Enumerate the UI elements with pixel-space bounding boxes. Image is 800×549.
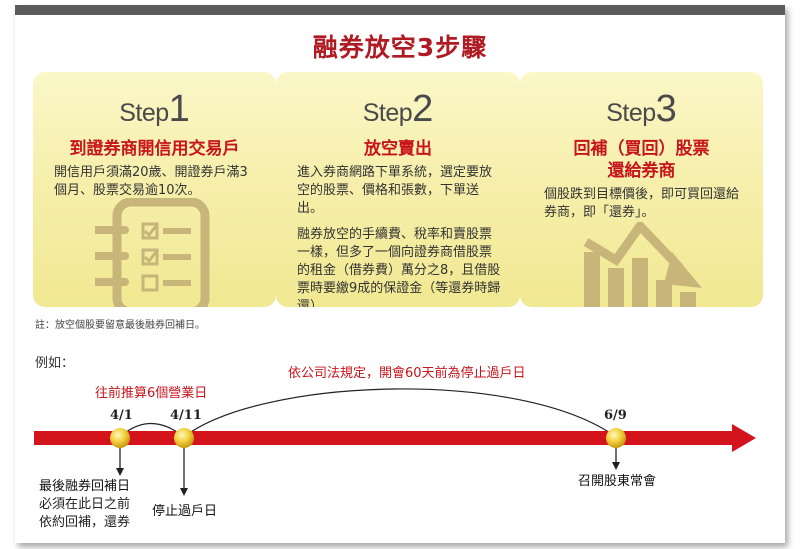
- example-label: 例如：: [35, 356, 75, 371]
- long-arc-label: 依公司法規定，開會60天前為停止過戶日: [288, 366, 526, 381]
- step-body-2: 進入券商網路下單系統，選定要放空的股票、價格和張數，下單送出。 融券放空的手續費…: [297, 164, 502, 307]
- event-title: 最後融券回補日: [39, 479, 131, 494]
- step-card-3: Step3 回補（買回）股票 還給券商 個股跌到目標價後，即可買回還給券商，即「…: [520, 72, 763, 307]
- short-arc-label: 往前推算6個營業日: [95, 386, 208, 401]
- book-closure-day: 停止過戶日: [152, 504, 218, 519]
- event-description: 必須在此日之前: [39, 497, 131, 512]
- step-body-paragraph: 開信用戶須滿20歲、開證券戶滿3個月、股票交易逾10次。: [54, 165, 248, 198]
- checklist-icon: [95, 198, 210, 307]
- step-word: Step: [119, 99, 169, 127]
- step-number: 1: [168, 88, 190, 130]
- step-label-1: Step1: [33, 88, 276, 131]
- shareholder-meeting: 召開股東常會: [578, 474, 657, 489]
- heading-line: 回補（買回）股票: [573, 139, 710, 159]
- step-body-3: 個股跌到目標價後，即可買回還給券商，即「還券」。: [544, 186, 745, 230]
- date-marker-dot: [110, 428, 130, 448]
- footnote: 註：放空個股要留意最後融券回補日。: [35, 320, 205, 331]
- long-arc: [183, 388, 617, 438]
- declining-chart-icon: [583, 222, 702, 307]
- step-number: 2: [412, 88, 434, 130]
- date-label: 4/1: [110, 408, 133, 423]
- step-word: Step: [362, 99, 413, 127]
- last-cover-day: 最後融券回補日 必須在此日之前 依約回補，還券: [39, 478, 130, 532]
- step-heading-1: 到證券商開信用交易戶: [69, 139, 240, 159]
- step-card-2: Step2 放空賣出 進入券商網路下單系統，選定要放空的股票、價格和張數，下單送…: [276, 72, 520, 307]
- date-marker-dot: [606, 428, 626, 448]
- timeline-arrowhead: [732, 424, 756, 452]
- step-body-1: 開信用戶須滿20歲、開證券戶滿3個月、股票交易逾10次。: [54, 164, 258, 208]
- date-label: 6/9: [604, 408, 627, 423]
- page-title: 融券放空3步驟: [312, 33, 488, 62]
- step-heading-3: 回補（買回）股票 還給券商: [520, 138, 763, 182]
- heading-line: 還給券商: [607, 161, 676, 181]
- step-word: Step: [606, 99, 656, 127]
- date-marker-dot: [174, 428, 194, 448]
- step-body-paragraph: 融券放空的手續費、稅率和賣股票一樣，但多了一個向證券商借股票的租金（借券費）萬分…: [297, 227, 501, 307]
- event-description: 依約回補，還券: [39, 515, 131, 530]
- step-heading-2: 放空賣出: [364, 139, 432, 159]
- step-body-paragraph: 個股跌到目標價後，即可買回還給券商，即「還券」。: [544, 187, 740, 220]
- step-number: 3: [655, 88, 677, 130]
- timeline-bar: [34, 431, 732, 445]
- step-label-2: Step2: [276, 88, 520, 131]
- date-label: 4/11: [170, 408, 202, 423]
- step-body-paragraph: 進入券商網路下單系統，選定要放空的股票、價格和張數，下單送出。: [297, 165, 493, 216]
- step-card-1: Step1 到證券商開信用交易戶 開信用戶須滿20歲、開證券戶滿3個月、股票交易…: [33, 72, 276, 307]
- step-label-3: Step3: [520, 88, 763, 131]
- top-bar: [15, 5, 785, 15]
